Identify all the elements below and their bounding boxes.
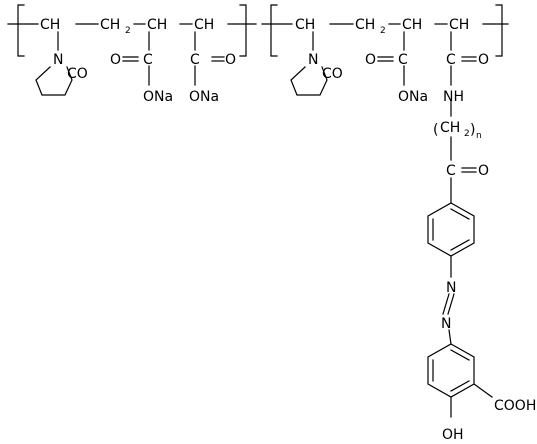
unit1-acid2-o: O xyxy=(225,52,236,68)
unit1-ch2-subscript: 2 xyxy=(125,26,131,36)
unit2-amide-c: C xyxy=(446,52,456,68)
unit1-ch2: CH xyxy=(100,17,120,33)
bracket-left-unit1 xyxy=(17,4,25,57)
unit2-acid1-o: O xyxy=(365,52,376,68)
unit1-ring-n: N xyxy=(53,52,63,68)
linker-paren-close: ) xyxy=(470,122,475,138)
linker-ch: CH xyxy=(440,120,460,136)
cooh-label: COOH xyxy=(494,398,536,414)
unit2-ring-co: CO xyxy=(322,66,343,82)
linker-ch2-subscript: 2 xyxy=(464,129,470,139)
unit2-ch2: CH xyxy=(355,17,375,33)
unit1-ch-c: CH xyxy=(194,17,214,33)
unit2-acid1-c: C xyxy=(398,52,408,68)
unit1-acid2-ona: ONa xyxy=(189,89,219,105)
unit2-ring-n: N xyxy=(308,52,318,68)
bracket-right-unit2 xyxy=(495,4,503,57)
unit2-ch-c: CH xyxy=(449,17,469,33)
unit1-acid1-c: C xyxy=(143,52,153,68)
unit2-ch-a: CH xyxy=(295,17,315,33)
unit2-amide-o: O xyxy=(478,52,489,68)
azo-n1: N xyxy=(446,280,456,296)
linker-paren-open: ( xyxy=(433,122,438,138)
unit1-acid1-ona: ONa xyxy=(143,89,173,105)
bracket-left-unit2 xyxy=(270,4,278,57)
unit1-labels: CH CH 2 CH CH N CO O C ONa C O ONa xyxy=(40,17,236,105)
unit2-nh: NH xyxy=(443,89,464,105)
unit1-ch-a: CH xyxy=(40,17,60,33)
unit2-acid1-ona: ONa xyxy=(398,89,428,105)
azo-n2: N xyxy=(441,316,451,332)
unit1-ch-b: CH xyxy=(147,17,167,33)
unit1-ring-co: CO xyxy=(67,66,88,82)
unit1-acid2-c: C xyxy=(190,52,200,68)
ketone-o: O xyxy=(478,163,489,179)
bond-lines xyxy=(7,4,509,418)
unit2-labels: CH CH 2 CH CH N CO O C ONa C O NH ( CH 2… xyxy=(295,17,536,443)
bracket-right-unit1 xyxy=(239,4,247,57)
unit2-ch2-subscript: 2 xyxy=(380,26,386,36)
oh-label: OH xyxy=(442,427,464,443)
linker-n-subscript: n xyxy=(476,131,482,141)
ketone-c: C xyxy=(446,163,456,179)
unit2-ch-b: CH xyxy=(402,17,422,33)
unit1-acid1-o: O xyxy=(110,52,121,68)
